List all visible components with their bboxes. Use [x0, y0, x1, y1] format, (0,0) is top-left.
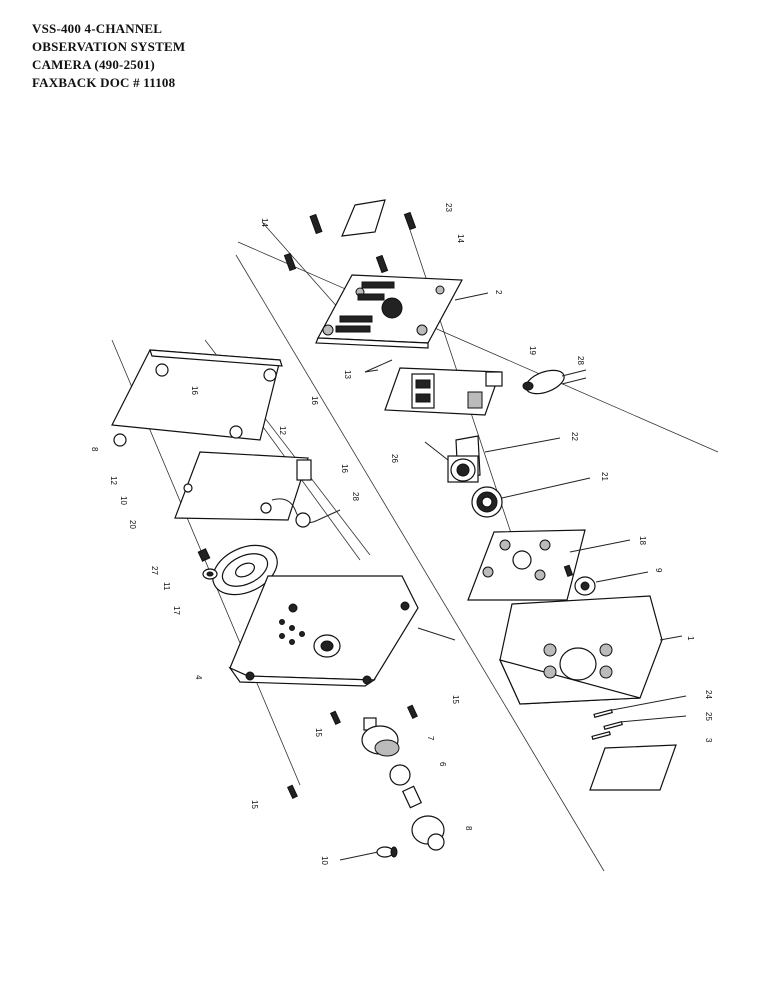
- part-19-connector-board: [364, 359, 503, 416]
- callout-19: 19: [528, 346, 537, 355]
- callout-12-b: 12: [109, 476, 118, 485]
- part-9-knob-right: [563, 564, 649, 596]
- part-18-rear-plate: [467, 529, 631, 601]
- callout-2: 2: [494, 290, 503, 295]
- callout-labels: 23 14 14 2 13 19 28 16 16 12 8 12 10 20 …: [90, 203, 713, 865]
- callout-12-a: 12: [278, 426, 287, 435]
- callout-20: 20: [128, 520, 137, 529]
- callout-14-left: 14: [260, 218, 269, 227]
- callout-27: 27: [150, 566, 159, 575]
- part-2-circuit-board: [315, 274, 489, 349]
- callout-10-bottom: 10: [320, 856, 329, 865]
- part-11-27-washers: [197, 548, 218, 580]
- part-label-card-top: [341, 199, 386, 237]
- part-17-speaker: [212, 544, 278, 596]
- callout-13: 13: [343, 370, 352, 379]
- part-15-screws-bottom: [286, 704, 418, 799]
- callout-28-right: 28: [576, 356, 585, 365]
- callout-11: 11: [162, 582, 171, 591]
- callout-6: 6: [438, 762, 447, 767]
- callout-16-c: 16: [340, 464, 349, 473]
- part-20-mounting-board: [174, 451, 312, 521]
- header-line-1: VSS-400 4-CHANNEL: [32, 21, 163, 36]
- callout-15-a: 15: [451, 695, 460, 704]
- callout-8-bottom: 8: [464, 826, 473, 831]
- callout-18: 18: [638, 536, 647, 545]
- callout-9-right: 9: [654, 568, 663, 573]
- part-3-front-glass: [589, 744, 677, 791]
- header-line-2: OBSERVATION SYSTEM: [32, 39, 186, 54]
- callout-4: 4: [194, 675, 203, 680]
- callout-28-left: 28: [351, 492, 360, 501]
- callout-15-b: 15: [314, 728, 323, 737]
- part-9-knob-bottom: [411, 815, 445, 851]
- callout-22: 22: [570, 432, 579, 441]
- part-1-front-housing: [498, 595, 683, 705]
- document-header: VSS-400 4-CHANNEL OBSERVATION SYSTEM CAM…: [32, 20, 185, 92]
- callout-8: 8: [90, 447, 99, 452]
- callout-21: 21: [600, 472, 609, 481]
- callout-16-b: 16: [310, 396, 319, 405]
- callout-14-right: 14: [456, 234, 465, 243]
- callout-10-top: 10: [119, 496, 128, 505]
- callout-3: 3: [704, 738, 713, 743]
- header-line-4: FAXBACK DOC # 11108: [32, 75, 176, 90]
- part-chassis-bracket: [111, 349, 283, 447]
- part-28-cable-clip: [271, 498, 341, 528]
- callout-15-c: 15: [250, 800, 259, 809]
- part-21-lens-mount: [471, 477, 591, 518]
- part-screws-top: [283, 211, 417, 274]
- callout-7: 7: [426, 736, 435, 741]
- callout-16-a: 16: [190, 386, 199, 395]
- part-7-swivel-mount: [361, 717, 400, 757]
- part-28-cable-plug: [522, 369, 587, 395]
- header-line-3: CAMERA (490-2501): [32, 57, 155, 72]
- part-22-connector-housing: [424, 435, 561, 483]
- part-6-ball-joint: [389, 764, 423, 809]
- part-24-25-pins: [591, 695, 687, 740]
- part-4-rear-housing: [228, 575, 456, 687]
- part-10-wing-nut: [339, 846, 398, 861]
- callout-26: 26: [390, 454, 399, 463]
- callout-25-b: 25: [704, 712, 713, 721]
- callout-17: 17: [172, 606, 181, 615]
- callout-23: 23: [444, 203, 453, 212]
- callout-24: 24: [704, 690, 713, 699]
- callout-1: 1: [686, 636, 695, 641]
